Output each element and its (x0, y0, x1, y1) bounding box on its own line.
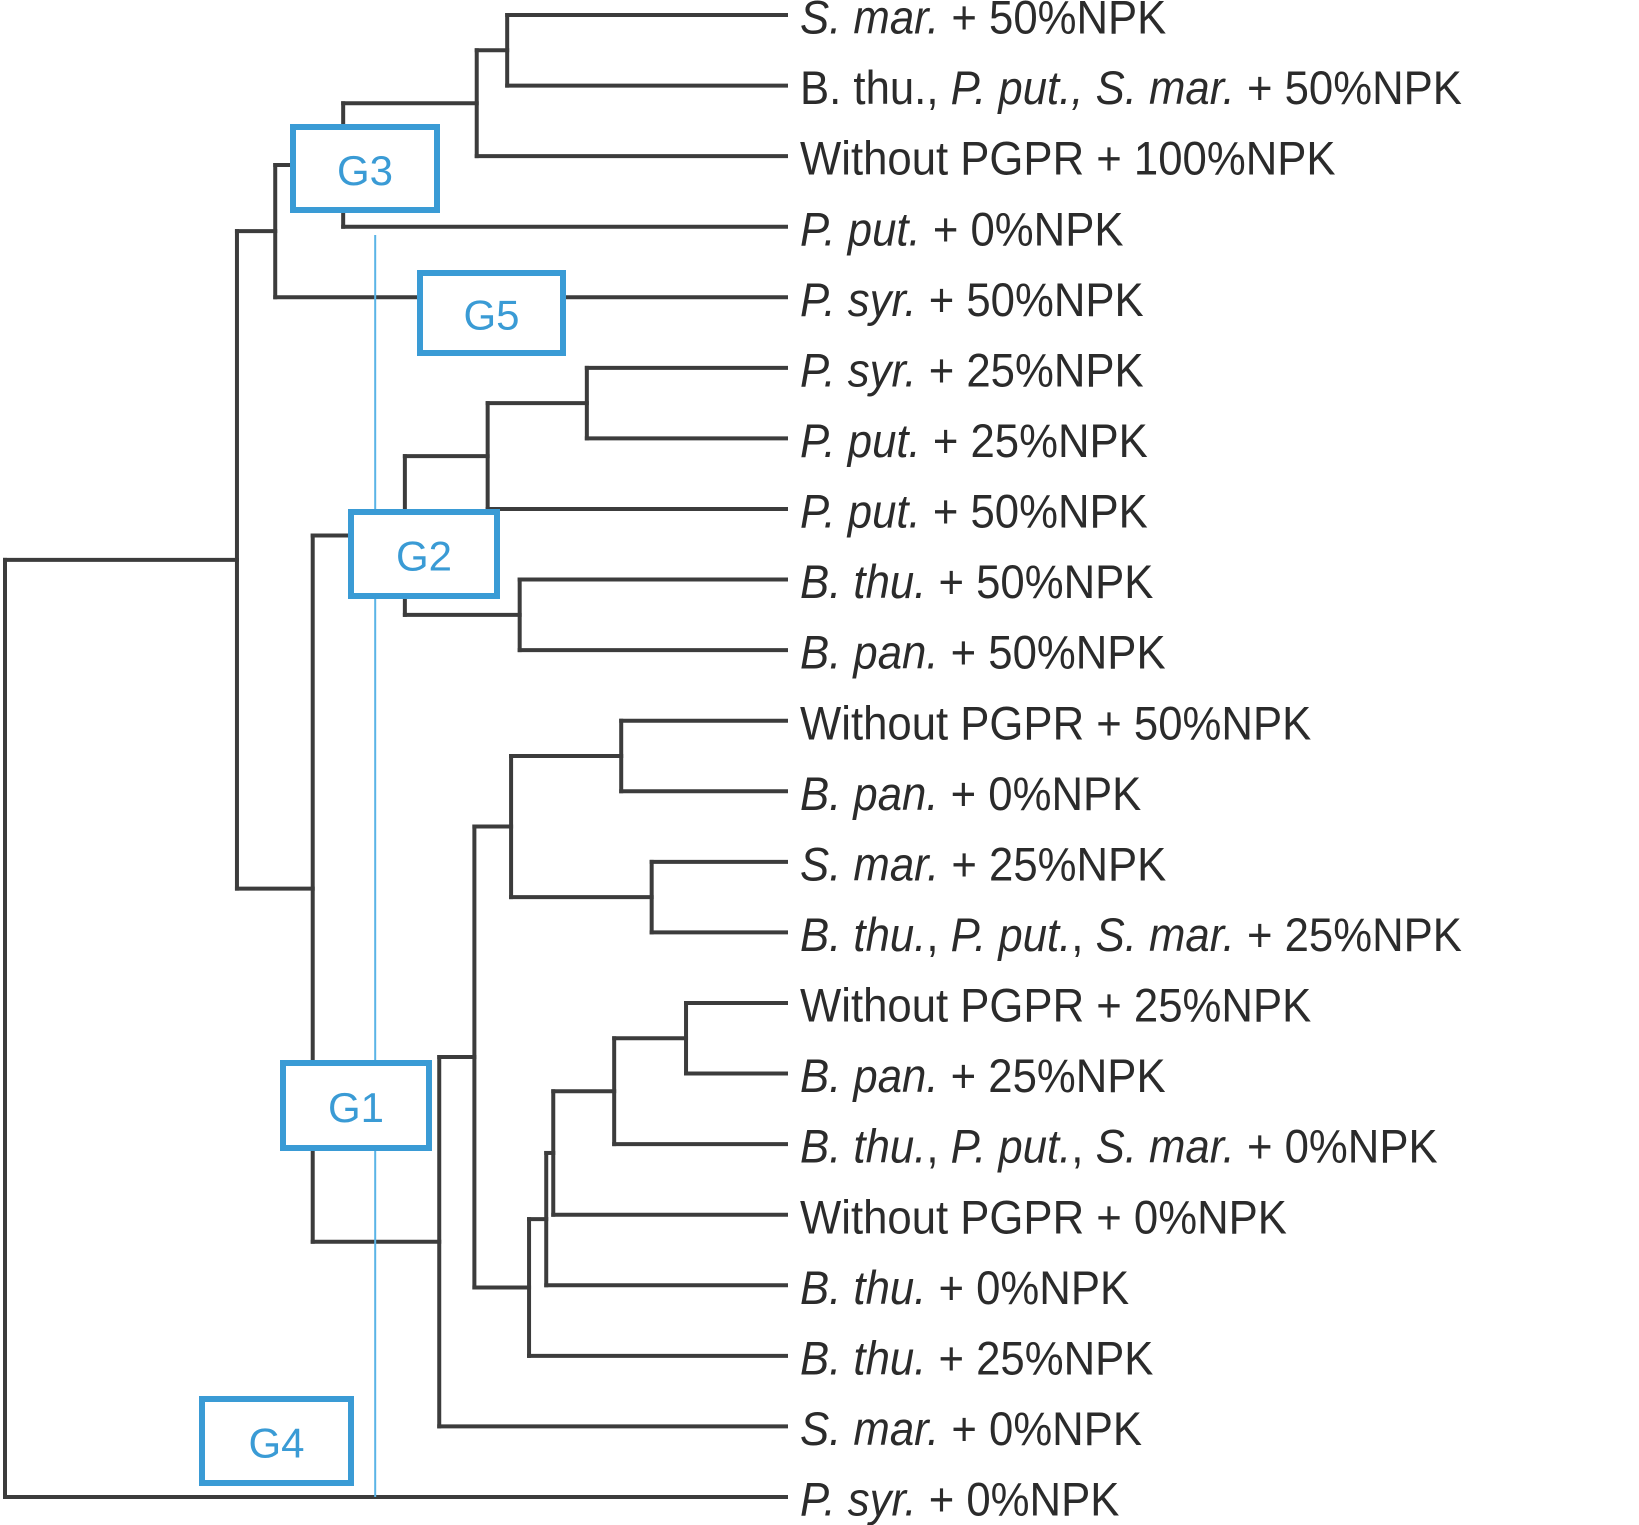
treatment-text: B. thu., (800, 61, 951, 114)
taxon-name: S. mar. (800, 0, 939, 43)
treatment-text: + 25%NPK (917, 343, 1144, 396)
taxon-name: B. thu. (800, 555, 926, 608)
taxon-name: P. put., (951, 61, 1096, 114)
group-box-g3: G3 (290, 124, 440, 213)
group-box-g2: G2 (348, 509, 500, 599)
group-box-frame (280, 1060, 432, 1151)
treatment-text: , (926, 1120, 950, 1173)
leaf-label-l22: P. syr. + 0%NPK (800, 1473, 1119, 1525)
treatment-text: + 50%NPK (938, 626, 1165, 679)
leaf-label-l12: B. pan. + 0%NPK (800, 767, 1141, 820)
leaf-label-l11: Without PGPR + 50%NPK (800, 696, 1311, 749)
group-box-g1: G1 (280, 1060, 432, 1151)
leaf-label-l3: Without PGPR + 100%NPK (800, 132, 1336, 185)
group-box-frame (348, 509, 500, 599)
leaf-label-l5: P. syr. + 50%NPK (800, 273, 1144, 326)
leaf-label-l19: B. thu. + 0%NPK (800, 1261, 1129, 1314)
treatment-text: Without PGPR + 25%NPK (800, 979, 1311, 1032)
taxon-name: S. mar. (1096, 1120, 1235, 1173)
group-box-g4: G4 (199, 1396, 354, 1486)
group-label: G5 (463, 292, 519, 339)
leaf-label-l18: Without PGPR + 0%NPK (800, 1190, 1287, 1243)
treatment-text: + 0%NPK (926, 1261, 1129, 1314)
group-box-frame (199, 1396, 354, 1486)
taxon-name: B. pan. (800, 1049, 938, 1102)
taxon-name: S. mar. (800, 837, 939, 890)
leaf-label-l10: B. pan. + 50%NPK (800, 626, 1166, 679)
taxon-name: S. mar. (800, 1402, 939, 1455)
leaf-label-l8: P. put. + 50%NPK (800, 485, 1148, 538)
treatment-text: + 0%NPK (921, 202, 1124, 255)
leaf-label-l9: B. thu. + 50%NPK (800, 555, 1153, 608)
taxon-name: S. mar. (1096, 908, 1235, 961)
treatment-text: + 50%NPK (917, 273, 1144, 326)
leaf-label-l6: P. syr. + 25%NPK (800, 343, 1144, 396)
taxon-name: B. pan. (800, 767, 938, 820)
leaf-label-l14: B. thu., P. put., S. mar. + 25%NPK (800, 908, 1462, 961)
taxon-name: P. put. (800, 485, 921, 538)
taxon-name: P. put. (951, 908, 1072, 961)
taxon-name: B. thu. (800, 1261, 926, 1314)
taxon-name: S. mar. (1096, 61, 1235, 114)
taxon-name: P. syr. (800, 1473, 917, 1525)
treatment-text: + 25%NPK (926, 1331, 1153, 1384)
dendrogram-branches (3, 13, 788, 1499)
treatment-text: + 25%NPK (1235, 908, 1462, 961)
group-box-g5: G5 (417, 270, 566, 356)
taxon-name: B. pan. (800, 626, 938, 679)
treatment-text: , (1071, 908, 1095, 961)
taxon-name: P. syr. (800, 343, 917, 396)
leaf-label-l20: B. thu. + 25%NPK (800, 1331, 1153, 1384)
group-label: G1 (328, 1084, 384, 1131)
treatment-text: Without PGPR + 0%NPK (800, 1190, 1287, 1243)
treatment-text: + 50%NPK (939, 0, 1166, 43)
group-label: G3 (337, 147, 393, 194)
leaf-label-l21: S. mar. + 0%NPK (800, 1402, 1142, 1455)
treatment-text: + 25%NPK (921, 414, 1148, 467)
treatment-text: + 0%NPK (1235, 1120, 1438, 1173)
leaf-label-l17: B. thu., P. put., S. mar. + 0%NPK (800, 1120, 1438, 1173)
leaf-label-l16: B. pan. + 25%NPK (800, 1049, 1166, 1102)
leaf-label-l2: B. thu., P. put., S. mar. + 50%NPK (800, 61, 1462, 114)
taxon-name: P. put. (951, 1120, 1072, 1173)
treatment-text: + 25%NPK (938, 1049, 1165, 1102)
treatment-text: + 50%NPK (921, 485, 1148, 538)
treatment-text: + 50%NPK (1235, 61, 1462, 114)
taxon-name: B. thu. (800, 908, 926, 961)
treatment-text: + 0%NPK (939, 1402, 1142, 1455)
treatment-text: Without PGPR + 100%NPK (800, 132, 1336, 185)
treatment-text: , (926, 908, 950, 961)
leaf-label-l7: P. put. + 25%NPK (800, 414, 1148, 467)
taxon-name: P. put. (800, 414, 921, 467)
taxon-name: B. thu. (800, 1331, 926, 1384)
treatment-text: + 0%NPK (917, 1473, 1120, 1525)
treatment-text: Without PGPR + 50%NPK (800, 696, 1311, 749)
taxon-name: P. put. (800, 202, 921, 255)
taxon-name: B. thu. (800, 1120, 926, 1173)
leaf-label-l1: S. mar. + 50%NPK (800, 0, 1166, 43)
leaf-label-l4: P. put. + 0%NPK (800, 202, 1124, 255)
taxon-name: P. syr. (800, 273, 917, 326)
treatment-text: + 0%NPK (938, 767, 1141, 820)
group-box-frame (290, 124, 440, 213)
group-label: G2 (396, 533, 452, 580)
group-label: G4 (248, 1420, 304, 1467)
treatment-text: + 50%NPK (926, 555, 1153, 608)
treatment-text: + 25%NPK (939, 837, 1166, 890)
treatment-text: , (1071, 1120, 1095, 1173)
leaf-label-l15: Without PGPR + 25%NPK (800, 979, 1311, 1032)
leaf-label-l13: S. mar. + 25%NPK (800, 837, 1166, 890)
group-box-frame (417, 270, 566, 356)
